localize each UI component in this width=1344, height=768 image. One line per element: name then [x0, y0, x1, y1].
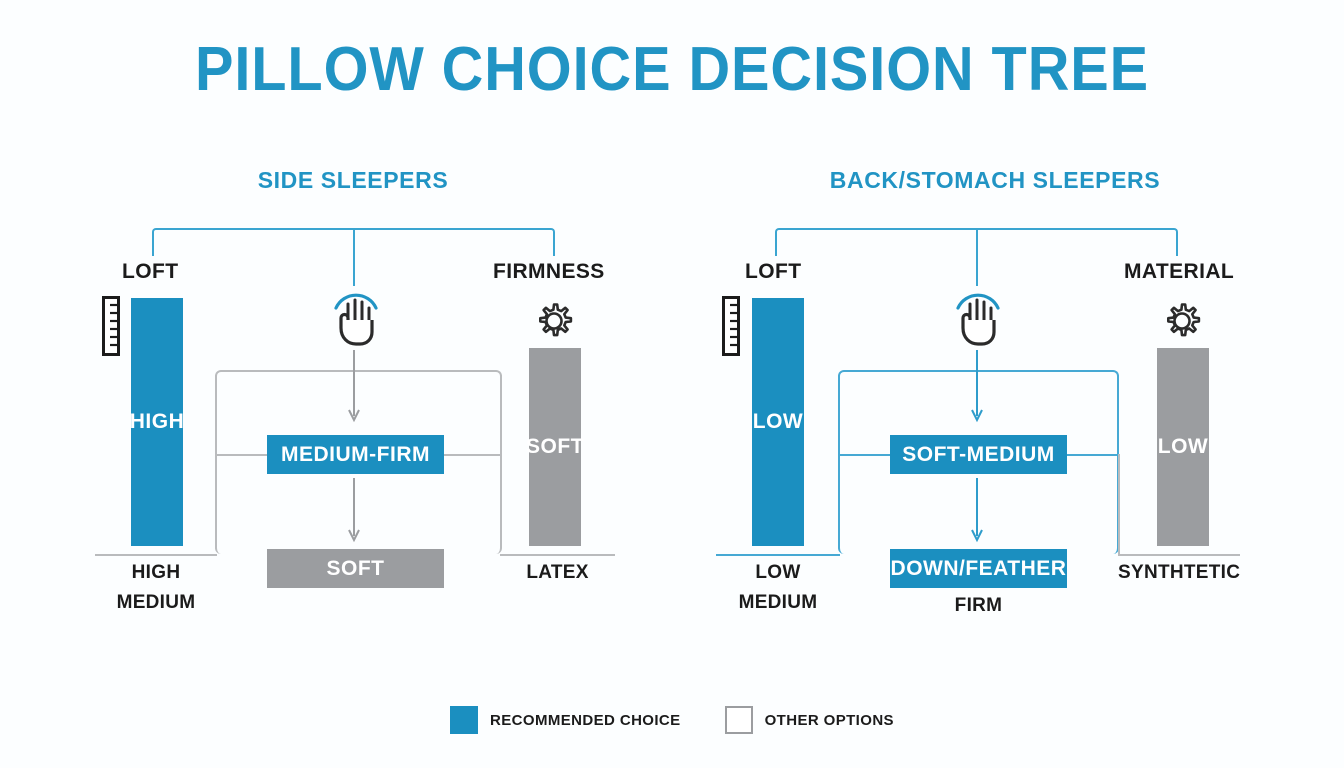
connector-material-to-node: [1066, 454, 1119, 456]
node-soft-medium[interactable]: SOFT-MEDIUM: [890, 435, 1067, 474]
baseline-loft-right: [716, 554, 840, 556]
bracket-right-lower-stub: [1118, 454, 1120, 554]
legend-label-recommended: RECOMMENDED CHOICE: [490, 711, 681, 729]
node-label-soft-medium: SOFT-MEDIUM: [902, 442, 1055, 466]
arrow-down-left-bottom: [347, 478, 361, 544]
node-label-soft-left: SOFT: [326, 556, 385, 580]
ruler-icon: [102, 296, 120, 356]
connector-loft-to-node-left: [215, 454, 267, 456]
caption-loft-left-1: HIGH: [131, 562, 181, 583]
caption-firmness-1: LATEX: [526, 562, 589, 583]
connector-firmness-to-node: [444, 454, 502, 456]
column-label-material: MATERIAL: [1124, 260, 1235, 283]
column-label-loft-left: LOFT: [122, 260, 179, 283]
baseline-material: [1118, 554, 1240, 556]
caption-loft-right-2: MEDIUM: [738, 592, 818, 613]
arrow-down-left-top: [347, 350, 361, 424]
arrow-down-right-top: [970, 350, 984, 424]
page-title: PILLOW CHOICE DECISION TREE: [194, 35, 1150, 104]
legend-swatch-other: [724, 706, 753, 734]
node-label-down-feather: DOWN/FEATHER: [890, 556, 1067, 580]
bar-firmness: SOFT: [526, 348, 584, 546]
branch-center-stub-left: [353, 228, 355, 286]
node-soft-left[interactable]: SOFT: [267, 549, 444, 588]
connector-loft-to-node-right: [838, 454, 890, 456]
legend-item-other: OTHER OPTIONS: [724, 706, 894, 734]
legend-swatch-recommended: [450, 706, 479, 734]
section-header-side-sleepers: SIDE SLEEPERS: [257, 167, 449, 193]
ruler-icon-right: [722, 296, 740, 356]
legend: RECOMMENDED CHOICE OTHER OPTIONS: [0, 706, 1344, 734]
caption-loft-left-2: MEDIUM: [116, 592, 196, 613]
node-down-feather[interactable]: DOWN/FEATHER: [890, 549, 1067, 588]
baseline-loft-left: [95, 554, 217, 556]
bar-loft-left: HIGH: [129, 298, 185, 546]
column-label-firmness: FIRMNESS: [493, 260, 605, 283]
bar-label-firmness: SOFT: [526, 435, 584, 458]
node-label-medium-firm: MEDIUM-FIRM: [281, 442, 430, 466]
legend-item-recommended: RECOMMENDED CHOICE: [450, 706, 681, 734]
section-header-back-stomach-sleepers: BACK/STOMACH SLEEPERS: [829, 167, 1161, 193]
branch-center-stub-right: [976, 228, 978, 286]
caption-firm: FIRM: [954, 595, 1003, 616]
bracket-frame-left: [215, 370, 502, 554]
hand-icon-left: [328, 286, 384, 346]
gear-icon-material: [1161, 300, 1203, 342]
column-label-loft-right: LOFT: [745, 260, 802, 283]
hand-icon-right: [950, 286, 1006, 346]
bar-loft-right: LOW: [752, 298, 804, 546]
arrow-down-right-bottom: [970, 478, 984, 544]
bar-label-loft-left: HIGH: [129, 410, 185, 433]
legend-label-other: OTHER OPTIONS: [764, 711, 894, 729]
bar-label-loft-right: LOW: [752, 410, 804, 433]
bar-material: LOW: [1157, 348, 1209, 546]
caption-loft-right-1: LOW: [755, 562, 801, 583]
baseline-firmness: [500, 554, 615, 556]
gear-icon-firmness: [533, 300, 575, 342]
caption-material-1: SYNTHTETIC: [1118, 562, 1241, 583]
node-medium-firm[interactable]: MEDIUM-FIRM: [267, 435, 444, 474]
bar-label-material: LOW: [1157, 435, 1209, 458]
